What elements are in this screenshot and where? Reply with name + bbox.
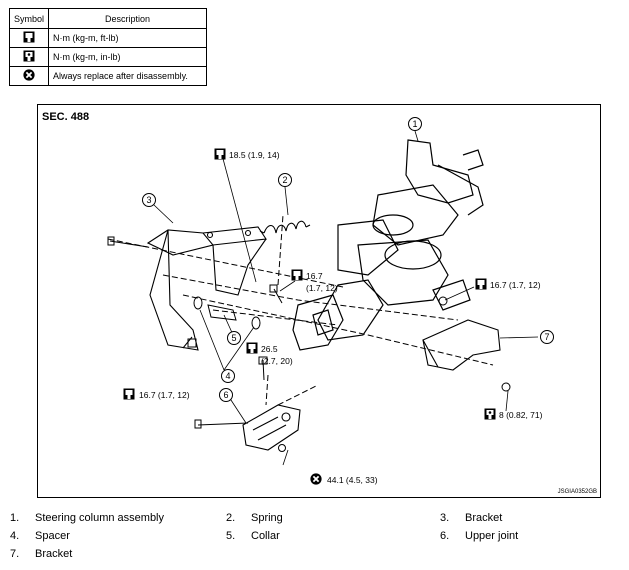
torque-label: (2.7, 20)	[261, 356, 293, 366]
torque-ftlb-icon	[247, 343, 258, 354]
legend-row: N·m (kg-m, in-lb)	[8, 47, 207, 67]
callout-5: 5	[227, 331, 241, 345]
assembly-line	[265, 374, 269, 406]
legend-row-text: N·m (kg-m, in-lb)	[48, 47, 207, 67]
torque-label: 16.7	[306, 271, 323, 281]
callout-6: 6	[219, 388, 233, 402]
leader-2	[284, 186, 289, 216]
legend-row-text: Always replace after disassembly.	[48, 66, 207, 86]
bolt	[107, 236, 511, 452]
torque-label: (1.7, 12)	[306, 283, 338, 293]
spring	[259, 220, 311, 234]
torque-label: 44.1 (4.5, 33)	[327, 475, 378, 485]
part-name: Bracket	[465, 512, 503, 524]
callout-3: 3	[142, 193, 156, 207]
legend-description-header: Description	[48, 8, 207, 29]
legend-row: N·m (kg-m, ft-lb)	[8, 28, 207, 48]
legend-header-row: Symbol Description	[8, 8, 207, 29]
torque-label: 8 (0.82, 71)	[499, 410, 543, 420]
callout-number: 4	[225, 371, 230, 381]
symbol-legend-table: Symbol Description N·m (kg-m, ft-lb) N·m…	[8, 8, 207, 86]
replace-icon	[310, 473, 321, 484]
legend-symbol-header: Symbol	[8, 8, 50, 29]
torque-inlb-icon	[485, 409, 496, 420]
leader-t4	[444, 286, 475, 301]
assembly-line	[277, 384, 319, 406]
leader-t7	[282, 449, 289, 466]
torque-ftlb-icon	[23, 31, 35, 43]
callout-number: 5	[231, 333, 236, 343]
parts-list-item: 7. Bracket	[10, 548, 72, 560]
part-number: 6.	[440, 530, 450, 542]
part-name: Spacer	[35, 530, 70, 542]
leader-4	[199, 309, 255, 371]
section-label: SEC. 488	[42, 111, 90, 123]
callout-number: 6	[223, 390, 228, 400]
torque-label: 18.5 (1.9, 14)	[229, 150, 280, 160]
legend-row-text: N·m (kg-m, ft-lb)	[48, 28, 207, 48]
parts-list-item: 2. Spring	[226, 512, 283, 524]
exploded-view-diagram: SEC. 488 JSGIA0352GB	[37, 104, 601, 498]
parts-list-item: 6. Upper joint	[440, 530, 518, 542]
parts-list-item: 5. Collar	[226, 530, 280, 542]
callout-2: 2	[278, 173, 292, 187]
torque-ftlb-icon	[476, 279, 487, 290]
torque-ftlb-icon	[124, 389, 135, 400]
part-name: Steering column assembly	[35, 512, 165, 524]
torque-label: 16.7 (1.7, 12)	[139, 390, 190, 400]
callout-number: 3	[146, 195, 151, 205]
assembly-line	[277, 214, 284, 286]
bracket-right	[422, 319, 501, 371]
torque-ftlb-icon	[292, 270, 303, 281]
part-name: Spring	[251, 512, 283, 524]
torque-inlb-icon	[23, 50, 35, 62]
part-name: Upper joint	[465, 530, 519, 542]
steering-column	[292, 139, 484, 351]
diagram-code: JSGIA0352GB	[557, 489, 597, 495]
part-name: Bracket	[35, 548, 73, 560]
parts-list-item: 1. Steering column assembly	[10, 512, 164, 524]
leader-t2	[279, 280, 296, 292]
callout-4: 4	[221, 369, 235, 383]
part-number: 7.	[10, 548, 20, 560]
callout-number: 1	[412, 119, 417, 129]
part-number: 4.	[10, 530, 20, 542]
leader-1	[414, 130, 419, 142]
callout-1: 1	[408, 117, 422, 131]
leader-3	[153, 204, 174, 224]
collar	[207, 304, 237, 321]
assembly-line	[162, 274, 459, 321]
upper-joint	[242, 404, 301, 451]
spacer	[251, 316, 261, 330]
parts-list-item: 4. Spacer	[10, 530, 70, 542]
part-number: 5.	[226, 530, 236, 542]
leader-6	[228, 396, 247, 424]
diagram-drawing: 1 2 3 4 5 6 7 18.5 (1.9, 14) 16.7 (1.7, …	[107, 117, 554, 485]
part-number: 3.	[440, 512, 450, 524]
torque-label: 26.5	[261, 344, 278, 354]
replace-icon	[23, 69, 35, 81]
torque-ftlb-icon	[215, 149, 226, 160]
leader-t1	[221, 154, 257, 283]
callout-number: 7	[544, 332, 549, 342]
spacer	[193, 296, 203, 310]
callout-number: 2	[282, 175, 287, 185]
bracket-left	[146, 226, 267, 351]
parts-list-item: 3. Bracket	[440, 512, 502, 524]
torque-label: 16.7 (1.7, 12)	[490, 280, 541, 290]
leader-t6	[505, 390, 509, 412]
assembly-line	[182, 294, 494, 366]
leader-7	[499, 336, 539, 339]
part-number: 2.	[226, 512, 236, 524]
legend-row: Always replace after disassembly.	[8, 66, 207, 86]
part-name: Collar	[251, 530, 280, 542]
part-number: 1.	[10, 512, 20, 524]
callout-7: 7	[540, 330, 554, 344]
